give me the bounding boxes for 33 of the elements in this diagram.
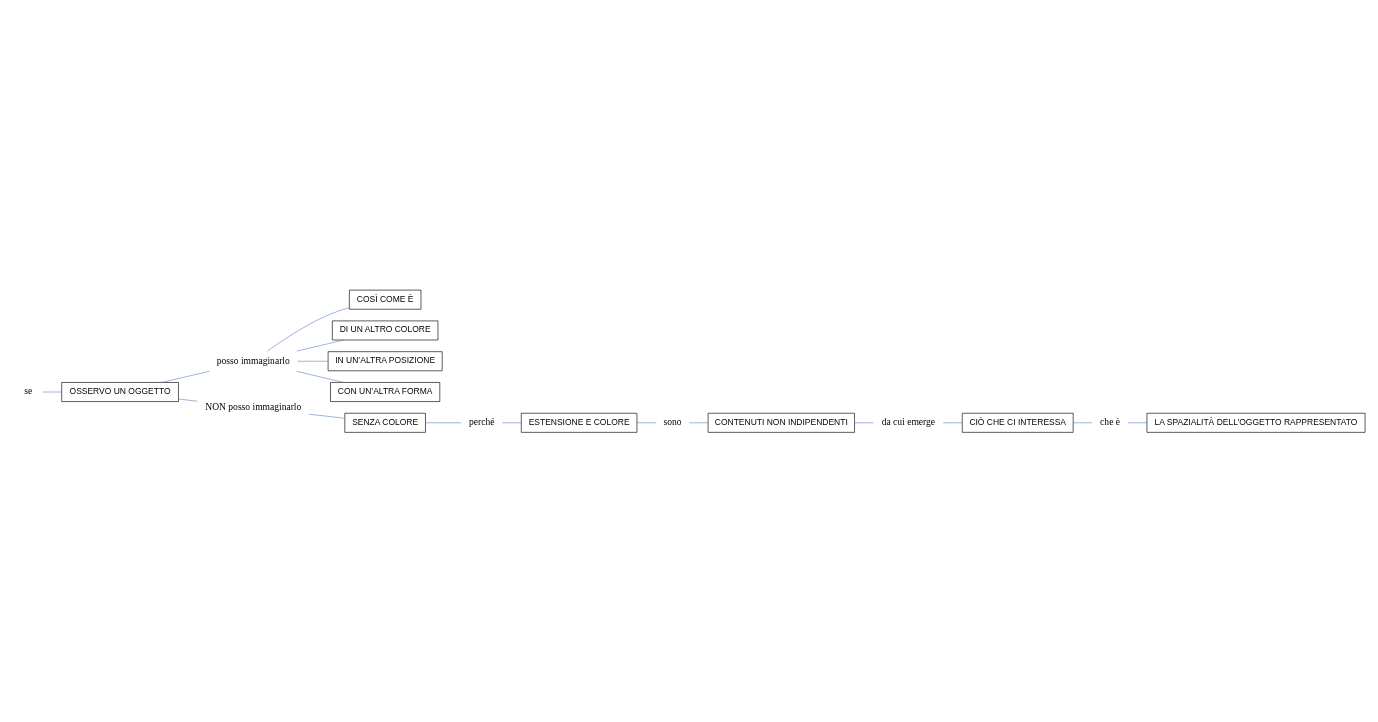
node-box: DI UN ALTRO COLORE — [331, 320, 438, 340]
connector — [942, 422, 962, 423]
node-box: ESTENSIONE E COLORE — [520, 412, 637, 433]
connector — [296, 339, 344, 351]
node-box: OSSERVO UN OGGETTO — [60, 381, 179, 402]
node-box: LA SPAZIALITÀ DELL’OGGETTO RAPPRESENTATO — [1146, 412, 1365, 433]
node-box: CON UN’ALTRA FORMA — [329, 381, 440, 402]
node-box: CONTENUTI NON INDIPENDENTI — [707, 412, 855, 433]
connector — [42, 391, 62, 392]
node-box: IN UN’ALTRA POSIZIONE — [327, 350, 442, 371]
connector — [636, 422, 656, 423]
connector — [177, 398, 198, 402]
connector — [501, 422, 521, 423]
connector — [1127, 422, 1147, 423]
connector — [1072, 422, 1093, 423]
node-box: COSÌ COME È — [348, 289, 421, 310]
node-box: SENZA COLORE — [344, 412, 426, 433]
node-text: che è — [1099, 415, 1120, 427]
node-text: da cui emerge — [881, 415, 935, 427]
connector — [308, 413, 345, 419]
connector — [853, 422, 874, 423]
node-box: CIÒ CHE CI INTERESSA — [961, 412, 1073, 433]
node-text: sono — [662, 415, 682, 427]
connector — [296, 360, 328, 361]
connector — [424, 422, 461, 423]
node-text: NON posso immaginarlo — [204, 400, 301, 412]
node-text: perché — [468, 415, 494, 427]
connector — [266, 306, 350, 351]
connector — [160, 370, 210, 383]
node-text: posso immaginarlo — [216, 354, 290, 366]
connector — [688, 422, 708, 423]
node-text: se — [23, 384, 32, 396]
connector — [296, 370, 344, 383]
